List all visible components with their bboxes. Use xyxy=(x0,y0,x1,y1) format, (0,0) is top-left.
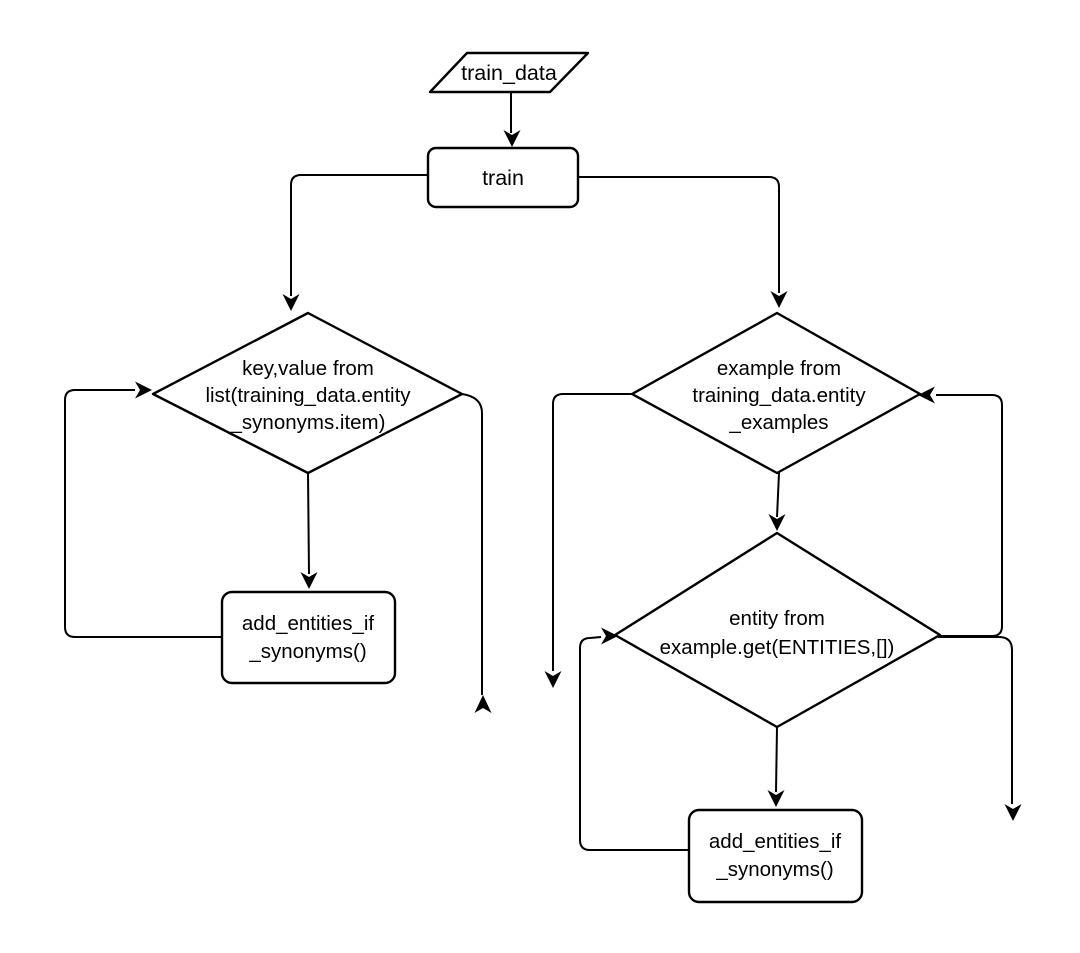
node-add-entities-right-shape xyxy=(687,808,864,904)
node-train: train xyxy=(426,146,580,209)
edge-loop-synonyms-to-add-entities-left xyxy=(307,472,310,575)
arrowhead-train-to-loop-synonyms xyxy=(282,294,300,311)
node-loop-synonyms-shape xyxy=(151,311,464,475)
edge-loop-entities-loopback-to-loop-examples xyxy=(936,394,1003,637)
node-loop-entities-shape xyxy=(613,531,942,729)
arrowhead-input-to-train xyxy=(503,130,521,147)
edge-loop-synonyms-exit xyxy=(461,393,483,695)
node-loop-examples: example from training_data.entity _examp… xyxy=(630,311,922,475)
edge-loop-examples-exit xyxy=(552,393,632,671)
node-add-entities-right-line1: add_entities_if xyxy=(709,830,842,853)
arrowhead-loop-synonyms-exit-up xyxy=(474,695,492,713)
arrowhead-loop-entities-loopback xyxy=(918,386,935,404)
edge-loop-entities-exit xyxy=(938,636,1013,804)
node-train-data-label: train_data xyxy=(461,61,557,85)
edge-train-to-loop-examples xyxy=(578,176,780,293)
node-loop-entities-line1: entity from xyxy=(729,607,825,630)
node-loop-examples-line1: example from xyxy=(717,357,841,380)
arrowhead-add-entities-right-loopback xyxy=(601,627,618,645)
node-add-entities-right: add_entities_if _synonyms() xyxy=(687,808,864,904)
arrowhead-add-entities-left-loopback xyxy=(135,381,152,399)
node-loop-entities: entity from example.get(ENTITIES,[]) xyxy=(613,531,942,729)
node-train-data: train_data xyxy=(428,51,590,94)
edge-train-to-loop-synonyms xyxy=(290,174,428,296)
node-train-shape xyxy=(426,146,580,209)
node-add-entities-left-shape xyxy=(220,590,397,685)
node-loop-examples-line3: _examples xyxy=(728,411,828,434)
node-loop-synonyms-line3: _synonyms.item) xyxy=(230,411,386,434)
arrowhead-loop-entities-exit-down xyxy=(1004,804,1022,821)
edge-loop-entities-to-add-entities-right xyxy=(775,726,778,793)
node-add-entities-right-line2: _synonyms() xyxy=(715,858,833,881)
edge-add-entities-left-loopback xyxy=(64,389,222,638)
edge-loop-examples-to-loop-entities xyxy=(776,472,780,518)
node-add-entities-left-line1: add_entities_if xyxy=(242,612,375,635)
node-add-entities-left-line2: _synonyms() xyxy=(248,640,366,663)
node-loop-examples-line2: training_data.entity xyxy=(692,384,866,407)
arrowhead-train-to-loop-examples xyxy=(770,291,788,308)
arrowhead-loop-entities-to-add-entities-right xyxy=(767,790,785,807)
arrowhead-loop-examples-exit-down xyxy=(544,671,562,688)
node-train-label: train xyxy=(482,166,524,190)
node-add-entities-left: add_entities_if _synonyms() xyxy=(220,590,397,685)
node-loop-synonyms-line1: key,value from xyxy=(242,357,374,380)
node-loop-examples-shape xyxy=(630,311,922,475)
arrowhead-loop-examples-to-loop-entities xyxy=(768,514,786,531)
node-loop-synonyms: key,value from list(training_data.entity… xyxy=(151,311,464,475)
arrowhead-loop-synonyms-to-add-entities-left xyxy=(300,572,318,589)
node-loop-entities-line2: example.get(ENTITIES,[]) xyxy=(660,636,895,659)
node-loop-synonyms-line2: list(training_data.entity xyxy=(205,384,411,407)
edge-add-entities-right-loopback xyxy=(579,636,689,851)
node-train-data-shape xyxy=(428,51,590,94)
